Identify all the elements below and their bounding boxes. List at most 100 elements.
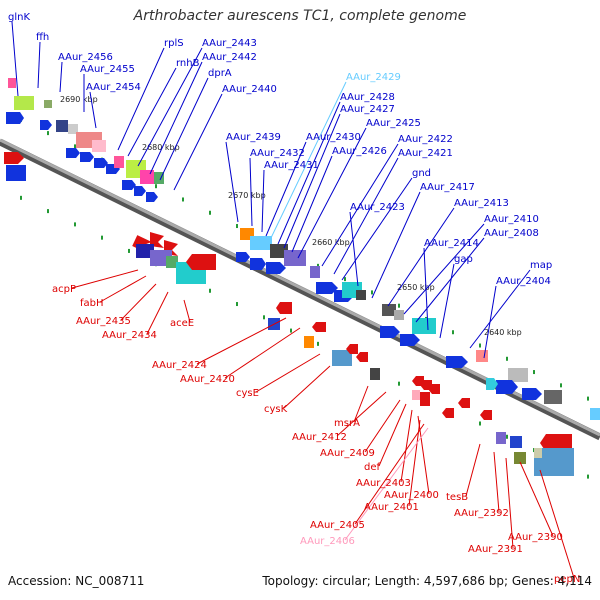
kbp-label: 2660 kbp: [312, 238, 350, 247]
gene-label: tesB: [446, 492, 468, 503]
gene-block: [510, 436, 522, 448]
gene-label: AAur_2429: [346, 72, 401, 83]
gene-label: rplS: [164, 38, 184, 49]
gene-block: [44, 100, 52, 108]
tick-dot: [209, 210, 211, 215]
gene-label: AAur_2440: [222, 84, 277, 95]
gene-label: AAur_2400: [384, 490, 439, 501]
tick-dot: [398, 381, 400, 386]
gene-label: AAur_2392: [454, 508, 509, 519]
gene-arrow: [276, 302, 292, 314]
gene-label: aceE: [170, 318, 194, 329]
leader-line: [423, 247, 429, 331]
gene-arrow: [412, 376, 424, 386]
tick-dot: [587, 474, 589, 479]
gene-block: [136, 244, 154, 258]
leader-line: [261, 169, 265, 233]
gene-block: [310, 266, 320, 278]
gene-block: [8, 78, 16, 88]
gene-label: AAur_2413: [454, 198, 509, 209]
gene-arrow: [146, 192, 158, 202]
gene-block: [304, 336, 314, 348]
gene-arrow: [380, 326, 400, 338]
gene-label: AAur_2423: [350, 202, 405, 213]
leader-line: [354, 423, 425, 525]
gene-block: [370, 368, 380, 380]
leader-line: [417, 415, 430, 495]
gene-arrow: [400, 334, 420, 346]
gene-arrow: [442, 408, 454, 418]
leader-line: [493, 451, 500, 513]
gene-arrow: [122, 180, 136, 190]
tick-dot: [47, 209, 49, 214]
gene-arrow: [94, 158, 108, 168]
gene-label: rnhB: [176, 58, 200, 69]
leader-line: [439, 263, 455, 339]
tick-dot: [155, 184, 157, 189]
gene-arrow: [134, 186, 146, 196]
tick-dot: [560, 383, 562, 388]
gene-arrow: [356, 352, 368, 362]
gene-label: AAur_2391: [468, 544, 523, 555]
gene-block: [332, 350, 352, 366]
upper-labels: glnKffhAAur_2456AAur_2455AAur_2454rplSrn…: [8, 12, 552, 287]
gene-block: [420, 392, 430, 406]
gene-label: AAur_2414: [424, 238, 479, 249]
tick-dot: [182, 197, 184, 202]
gene-block: [508, 368, 528, 382]
gene-label: AAur_2435: [76, 316, 131, 327]
gene-label: AAur_2390: [508, 532, 563, 543]
gene-label: AAur_2409: [320, 448, 375, 459]
gene-block: [140, 170, 154, 184]
tick-dot: [398, 303, 400, 308]
leader-line: [277, 101, 341, 245]
leader-line: [371, 191, 421, 299]
tick-dot: [506, 434, 508, 439]
gene-label: AAur_2432: [250, 148, 305, 159]
leader-line: [364, 399, 401, 453]
tick-dot: [236, 302, 238, 307]
genome-title: Arthrobacter aurescens TC1, complete gen…: [133, 8, 467, 24]
gene-label: AAur_2455: [80, 64, 135, 75]
leader-line: [146, 291, 169, 335]
leader-line: [11, 21, 19, 97]
leader-line: [120, 283, 157, 321]
gene-label: AAur_2430: [306, 132, 361, 143]
gene-block: [284, 250, 306, 266]
gene-label: AAur_2401: [364, 502, 419, 513]
gene-block: [56, 120, 68, 132]
leader-line: [249, 157, 253, 227]
gene-arrow: [40, 120, 52, 130]
leader-line: [283, 365, 331, 409]
tick-dot: [74, 144, 76, 149]
leader-line: [403, 223, 485, 315]
gene-label: AAur_2422: [398, 134, 453, 145]
gene-block: [14, 96, 34, 110]
tick-dot: [101, 235, 103, 240]
gene-block: [92, 140, 106, 152]
leader-line: [400, 409, 413, 483]
leader-line: [408, 419, 421, 507]
leader-line: [269, 81, 347, 241]
tick-dot: [479, 343, 481, 348]
leader-line: [196, 317, 287, 365]
gene-label: glnK: [8, 12, 30, 23]
gene-arrow: [428, 384, 440, 394]
gene-label: AAur_2427: [340, 104, 395, 115]
accession-text: Accession: NC_008711: [8, 574, 145, 588]
leader-line: [137, 47, 203, 167]
gene-arrow: [496, 380, 518, 394]
gene-block: [590, 408, 600, 420]
tick-dot: [290, 328, 292, 333]
leader-line: [344, 427, 429, 541]
gene-label: fabH: [80, 298, 104, 309]
gene-label: ffh: [36, 32, 49, 43]
lower-labels: acpPfabHAAur_2435AAur_2434aceEAAur_2424A…: [52, 284, 580, 585]
leader-line: [378, 403, 407, 467]
gene-arrow: [80, 152, 94, 162]
gene-label: AAur_2420: [180, 374, 235, 385]
gene-block: [356, 290, 366, 300]
leader-line: [465, 443, 481, 497]
gene-label: AAur_2424: [152, 360, 207, 371]
tick-dot: [317, 341, 319, 346]
